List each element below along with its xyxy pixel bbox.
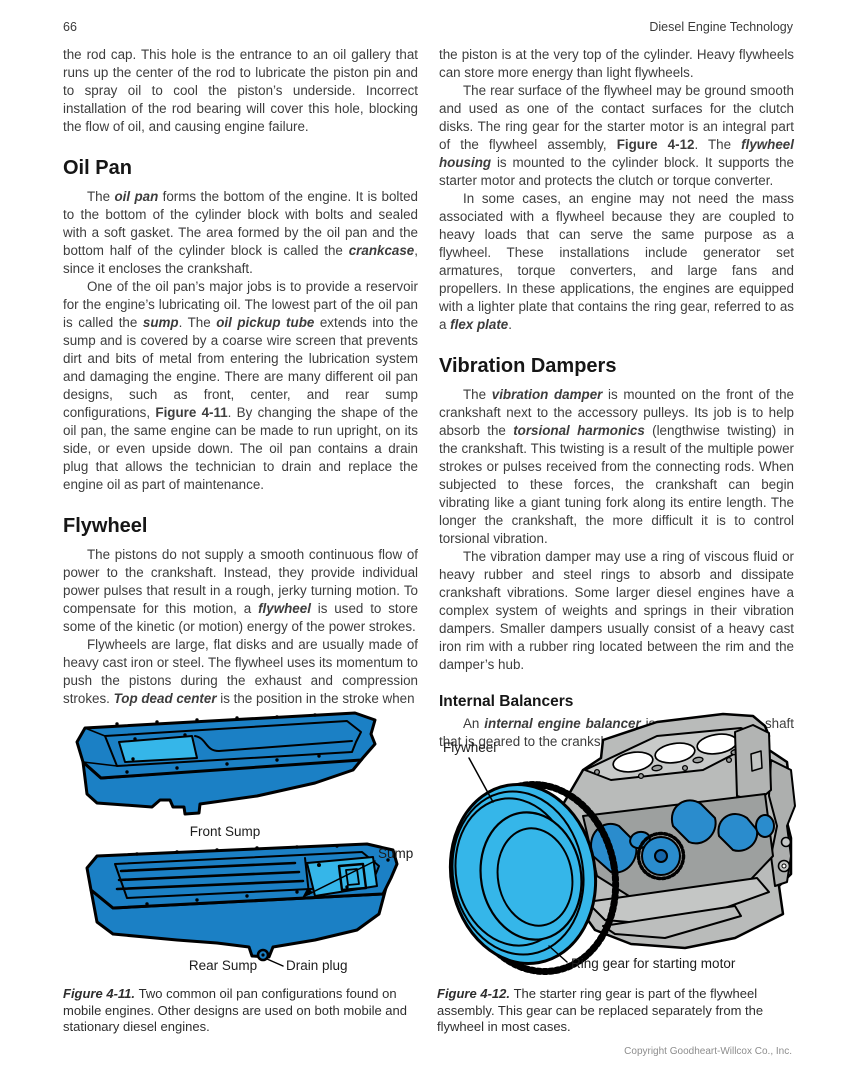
paragraph-oil-pan-2: One of the oil pan’s major jobs is to pr… [63,279,419,492]
heading-flywheel: Flywheel [63,515,148,537]
paragraph-vibration-1: The vibration damper is mounted on the f… [439,387,795,546]
paragraph-flywheel-1: The pistons do not supply a smooth conti… [63,547,419,634]
pan-ribs [115,861,305,891]
right-column: the piston is at the very top of the cyl… [439,46,794,751]
oil-pan-rear-sump-drawing: Sump Rear Sump Drain plug [85,842,413,973]
copyright-line: Copyright Goodheart-Willcox Co., Inc. [624,1046,792,1057]
cylinder-bores [612,733,738,773]
paragraph-flywheel-3: The rear surface of the flywheel may be … [439,83,794,188]
flywheel-drawing [448,780,620,976]
heading-oil-pan: Oil Pan [63,157,132,179]
oil-pan-front-sump-drawing: Front Sump [75,711,377,839]
page-header: 66 Diesel Engine Technology [63,20,793,34]
front-sump-highlight [118,735,198,763]
drain-plug-leader [266,958,284,967]
page-number: 66 [63,20,77,34]
ring-gear-leader [548,945,568,963]
bolt-dots [115,713,321,774]
label-ring-gear: Ring gear for starting motor [571,956,736,971]
heading-vibration-dampers: Vibration Dampers [439,355,617,377]
paragraph-flex-plate: In some cases, an engine may not need th… [439,191,794,332]
left-column: the rod cap. This hole is the entrance t… [63,46,418,751]
paragraph-flywheel-2: Flywheels are large, flat disks and are … [63,637,418,706]
paragraph-oil-pan-1: The oil pan forms the bottom of the engi… [63,189,418,276]
running-head-title: Diesel Engine Technology [649,20,793,34]
sump-arrow-line [306,860,376,896]
figure-4-12-flywheel-illustration: Flywheel Ring gear for starting motor [443,712,796,976]
label-sump: Sump [378,846,413,861]
figure-4-11-oil-pan-illustration: Front Sump Sump [75,711,413,973]
heading-internal-balancers: Internal Balancers [439,693,574,710]
figure-4-11-caption: Figure 4-11. Two common oil pan configur… [63,986,407,1034]
flywheel-leader [468,757,494,803]
crankshaft-drawing [590,799,775,881]
figure-4-12-caption: Figure 4-12. The starter ring gear is pa… [437,986,764,1034]
label-rear-sump: Rear Sump [189,958,257,973]
text-columns: the rod cap. This hole is the entrance t… [63,46,794,751]
paragraph-rod-cap: the rod cap. This hole is the entrance t… [63,47,418,134]
label-flywheel: Flywheel [443,740,496,755]
sump-arrowhead [302,887,313,898]
label-front-sump: Front Sump [190,824,261,839]
paragraph-vibration-2: The vibration damper may use a ring of v… [439,549,794,672]
bolt-dots [135,844,390,906]
label-drain-plug: Drain plug [286,958,348,973]
paragraph-piston-top: the piston is at the very top of the cyl… [439,47,794,80]
